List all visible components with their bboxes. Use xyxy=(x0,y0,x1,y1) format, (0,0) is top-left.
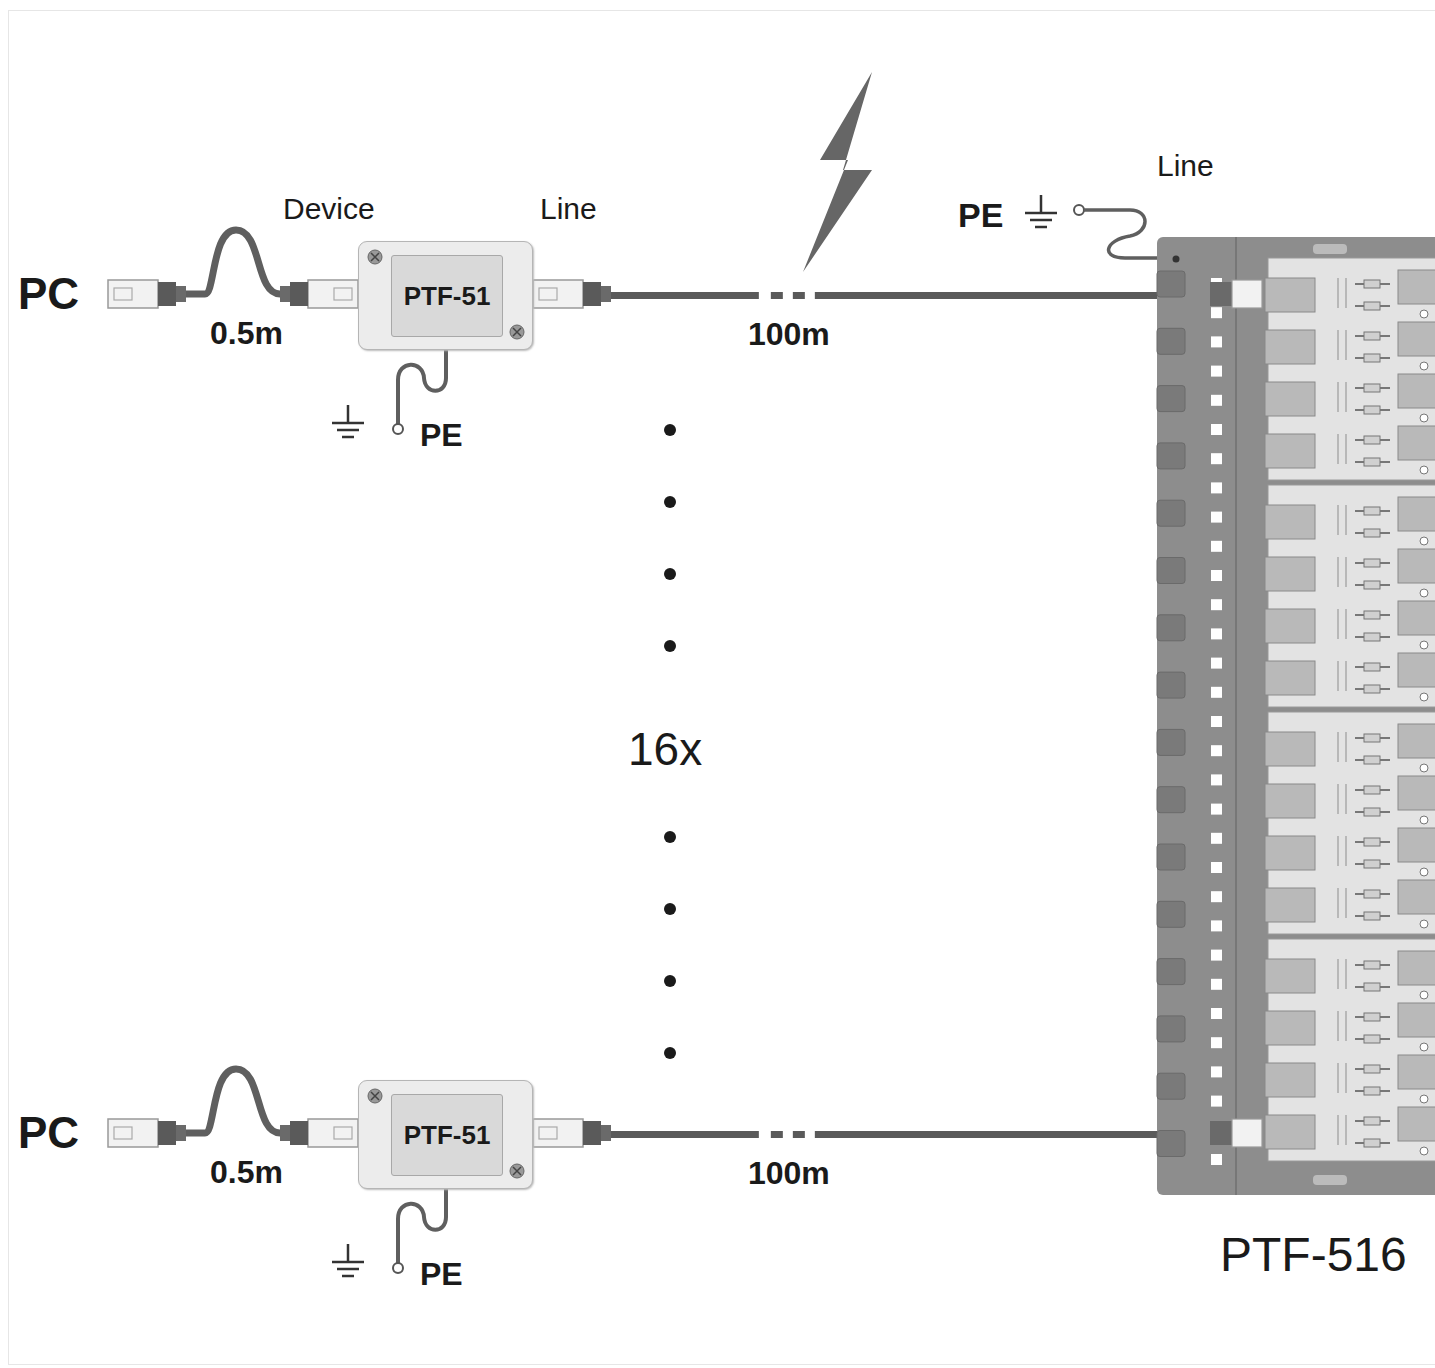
model-name: PTF-51 xyxy=(404,1122,491,1148)
surge-protector-box: PTF-51 xyxy=(358,1080,533,1189)
patch-panel: PTF-516 xyxy=(1157,237,1435,1195)
label-plate: PTF-51 xyxy=(391,1094,503,1176)
port-label: Line xyxy=(540,194,597,224)
ground-label: PE xyxy=(420,419,463,451)
network-cable xyxy=(533,1131,1157,1138)
port-label: Device xyxy=(283,194,375,224)
device-label: PC xyxy=(18,272,79,316)
quantity-label: 16x xyxy=(628,726,702,772)
ground-label: PE xyxy=(958,198,1003,232)
network-cable xyxy=(533,292,1157,299)
surge-protector-box: PTF-51 xyxy=(358,241,533,350)
cable-length: 0.5m xyxy=(210,317,283,349)
ground-label: PE xyxy=(420,1258,463,1290)
device-label: PC xyxy=(18,1111,79,1155)
model-name: PTF-51 xyxy=(404,283,491,309)
model-name: PTF-516 xyxy=(1220,1231,1407,1279)
port-label: Line xyxy=(1157,151,1214,181)
cable-length: 100m xyxy=(746,318,832,350)
label-plate: PTF-51 xyxy=(391,255,503,337)
cable-length: 0.5m xyxy=(210,1156,283,1188)
cable-length: 100m xyxy=(746,1157,832,1189)
